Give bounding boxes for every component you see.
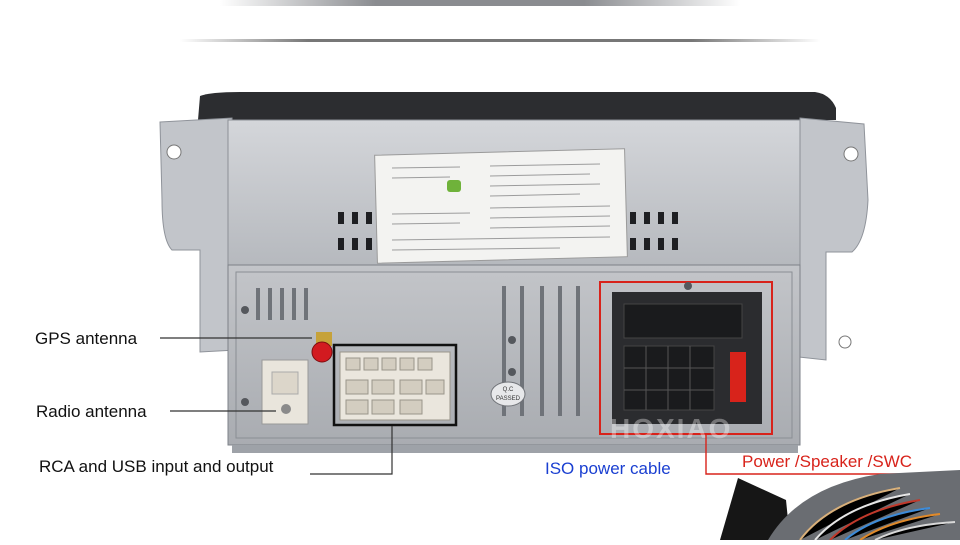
right-ear-hole xyxy=(843,146,859,162)
rca-usb-highlight-box xyxy=(332,343,458,427)
power-speaker-swc-label: Power /Speaker /SWC xyxy=(742,452,913,471)
harness-wires xyxy=(799,487,956,541)
rear-panel-inner xyxy=(235,271,793,439)
left-mounting-ear xyxy=(159,117,237,353)
harness-shadow xyxy=(720,478,790,540)
radio-antenna-label: Radio antenna xyxy=(36,402,147,421)
panel-ribs xyxy=(256,286,580,416)
vent-slots-right xyxy=(630,212,678,250)
rca-usb-label: RCA and USB input and output xyxy=(39,457,274,476)
left-ear-hole xyxy=(166,144,182,160)
panel-screw xyxy=(241,306,249,314)
sticker-text-lines xyxy=(391,163,611,251)
android-logo xyxy=(447,180,461,192)
gps-antenna-label: GPS antenna xyxy=(35,329,138,348)
radio-antenna-socket xyxy=(271,371,299,395)
rca-usb-pins xyxy=(345,357,445,415)
power-callout-line xyxy=(705,434,934,475)
separator-line xyxy=(180,39,820,42)
callout-lines xyxy=(160,337,393,475)
gps-antenna-connector xyxy=(311,341,333,363)
watermark: HOXIAO xyxy=(610,413,732,444)
panel-screw xyxy=(508,368,516,376)
panel-screw xyxy=(241,398,249,406)
fuse xyxy=(730,352,746,402)
right-mounting-ear xyxy=(789,117,869,361)
qc-passed-stamp xyxy=(490,381,526,407)
right-ear-hole-lower xyxy=(838,335,852,349)
iso-screw xyxy=(684,282,692,290)
rca-callout-line xyxy=(310,426,393,475)
radio-antenna-pin xyxy=(281,404,291,414)
iso-power-cable-label: ISO power cable xyxy=(545,459,671,478)
panel-screw xyxy=(508,336,516,344)
qc-stamp-line2: PASSED xyxy=(496,396,521,402)
vent-slots-left xyxy=(338,212,372,250)
iso-connector-grid xyxy=(624,346,714,410)
iso-highlight-box xyxy=(599,281,773,435)
iso-connector-top-block xyxy=(623,303,743,339)
front-bezel xyxy=(198,92,836,120)
power-callout-lines xyxy=(705,434,934,475)
qc-stamp-line1: Q.C xyxy=(503,387,514,393)
iso-connector-main-block xyxy=(623,345,715,411)
chassis-bottom-edge xyxy=(232,445,798,453)
top-photo-edge xyxy=(220,0,740,6)
